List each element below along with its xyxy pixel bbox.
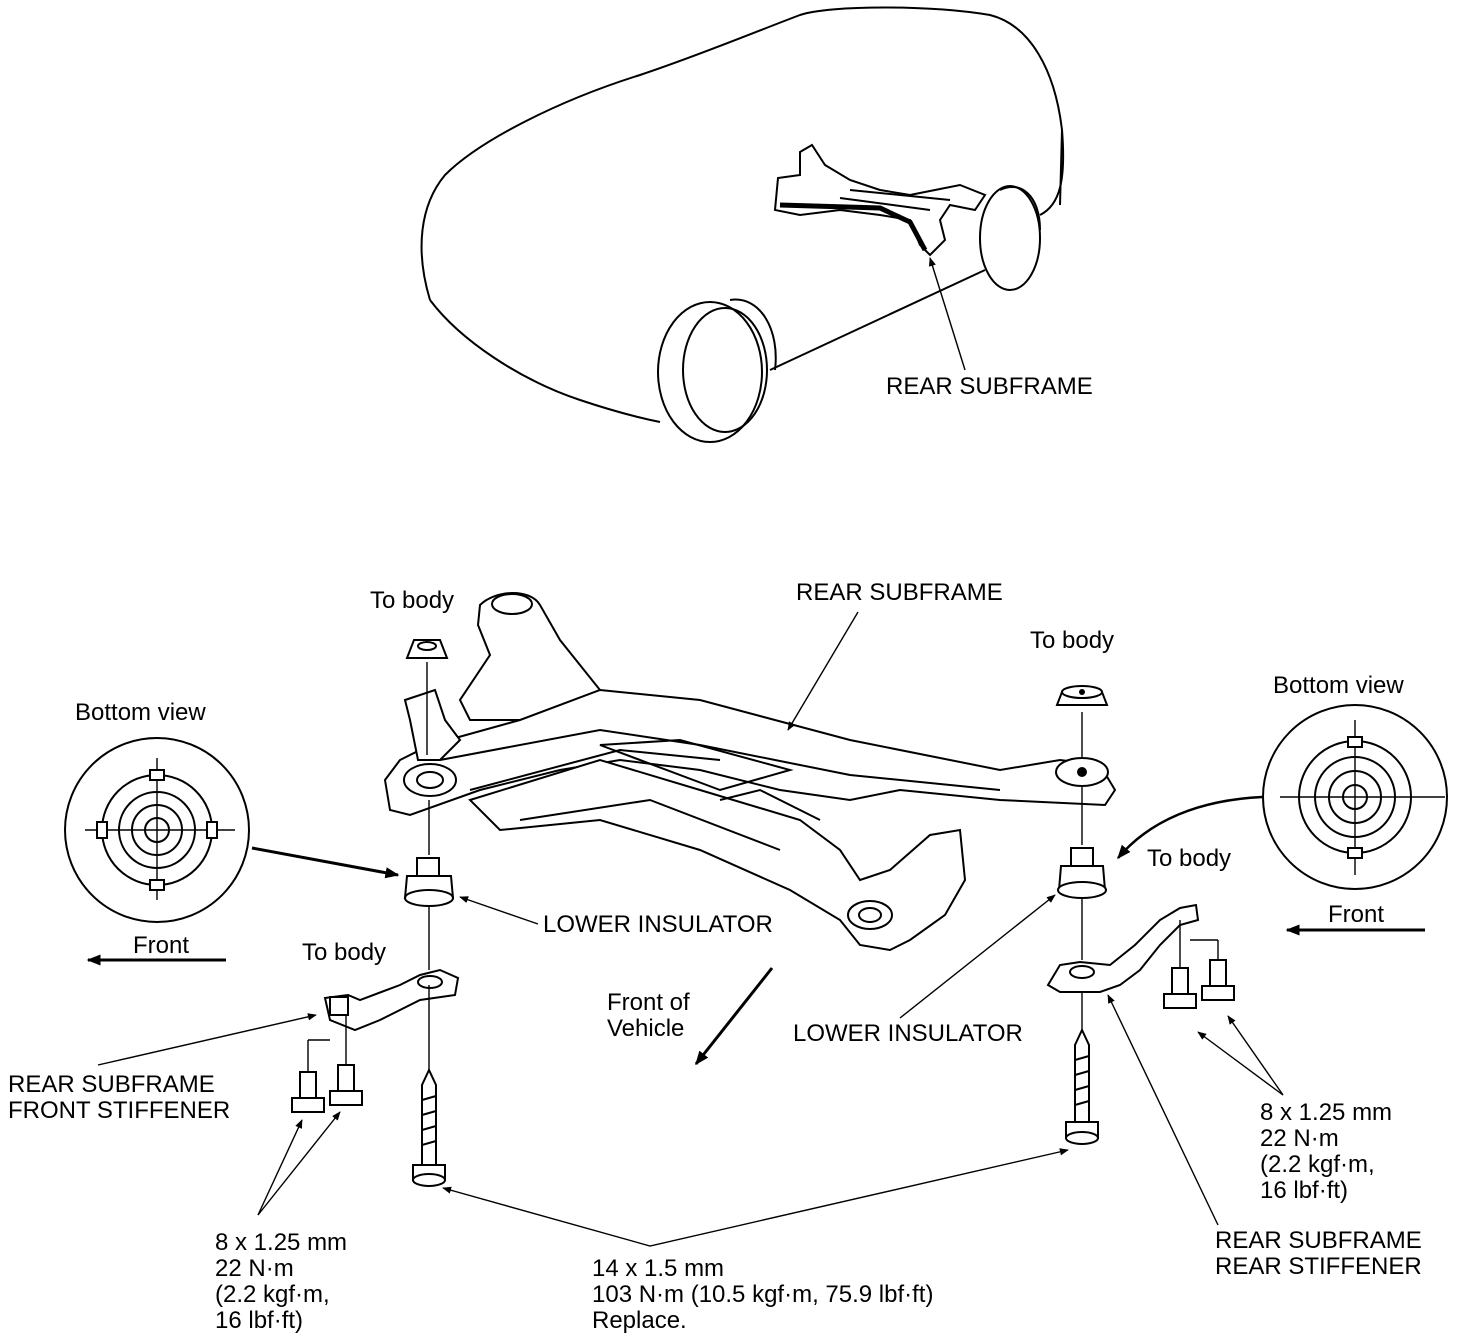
left-small-bolt-1 [291,1039,330,1113]
subframe-label: REAR SUBFRAME [796,579,1003,606]
right-lower-insulator-label: LOWER INSULATOR [793,1020,1023,1047]
left-bolt-spec-line-2: 22 N·m [215,1255,294,1282]
long-bolt-spec: 14 x 1.5 mm 103 N·m (10.5 kgf·m, 75.9 lb… [592,1255,940,1334]
left-small-bolt-2 [329,1015,363,1106]
left-bottom-view [64,737,250,923]
left-to-body-stiffener: To body [302,939,386,966]
rear-stiffener-label-line-1: REAR SUBFRAME [1215,1227,1422,1254]
right-small-bolt-2 [1190,939,1235,1001]
left-to-body-top: To body [370,587,454,614]
front-stiffener-label: REAR SUBFRAME FRONT STIFFENER [8,1071,230,1124]
left-lower-insulator-label: LOWER INSULATOR [543,911,773,938]
right-lower-insulator [1057,847,1107,899]
rear-stiffener-label-line-2: REAR STIFFENER [1215,1253,1422,1280]
right-bolt-spec: 8 x 1.25 mm 22 N·m (2.2 kgf·m, 16 lbf·ft… [1260,1099,1399,1204]
front-of-vehicle-label: Front of Vehicle [607,989,696,1042]
right-to-body-top: To body [1030,627,1114,654]
long-bolt-spec-line-3: Replace. [592,1307,687,1334]
subframe-leader [787,611,859,731]
right-bolt-spec-line-2: 22 N·m [1260,1125,1339,1152]
front-of-vehicle-line-1: Front of [607,989,690,1016]
left-bolt-spec-line-3: (2.2 kgf·m, [215,1281,330,1308]
overview-callout: REAR SUBFRAME [886,373,1093,400]
right-small-bolt-1 [1163,920,1197,1009]
front-wheel [657,301,763,443]
long-bolt-leader [442,1148,1069,1247]
right-mount-group: To body To body [793,627,1448,1280]
left-bottom-view-label: Bottom view [75,699,206,726]
subframe-silhouette [773,143,987,257]
right-bottom-view-arrow [1117,795,1263,860]
right-bottom-view-label: Bottom view [1273,672,1404,699]
front-of-vehicle-indicator: Front of Vehicle [607,967,774,1066]
left-mount-group: To body To body [8,587,773,1334]
left-front-label: Front [133,932,189,959]
long-bolt-spec-line-2: 103 N·m (10.5 kgf·m, 75.9 lbf·ft) [592,1281,933,1308]
front-stiffener-label-line-1: REAR SUBFRAME [8,1071,215,1098]
rear-wheel [979,185,1041,291]
right-front-label: Front [1328,901,1384,928]
long-bolt-spec-group: 14 x 1.5 mm 103 N·m (10.5 kgf·m, 75.9 lb… [442,1148,1069,1334]
rear-stiffener-label: REAR SUBFRAME REAR STIFFENER [1215,1227,1428,1280]
vehicle-overview: REAR SUBFRAME [420,6,1093,443]
front-stiffener-label-line-2: FRONT STIFFENER [8,1097,230,1124]
left-lower-insulator [403,857,455,907]
left-bolt-spec-line-1: 8 x 1.25 mm [215,1229,347,1256]
right-bottom-view [1262,704,1448,890]
right-bolt-spec-line-1: 8 x 1.25 mm [1260,1099,1392,1126]
long-bolt-spec-line-1: 14 x 1.5 mm [592,1255,724,1282]
left-bolt-spec: 8 x 1.25 mm 22 N·m (2.2 kgf·m, 16 lbf·ft… [215,1229,354,1334]
left-bolt-spec-line-4: 16 lbf·ft) [215,1307,303,1334]
vehicle-outline [420,6,1065,301]
right-to-body-stiffener: To body [1147,845,1231,872]
left-long-bolt [412,985,446,1187]
overview-leader [928,257,966,371]
right-bolt-spec-line-4: 16 lbf·ft) [1260,1177,1348,1204]
front-of-vehicle-line-2: Vehicle [607,1015,684,1042]
right-long-bolt [1065,992,1099,1145]
left-bottom-view-arrow [251,846,400,879]
right-bolt-spec-line-3: (2.2 kgf·m, [1260,1151,1375,1178]
front-of-vehicle-arrow [694,967,774,1066]
rear-subframe [383,592,1117,952]
